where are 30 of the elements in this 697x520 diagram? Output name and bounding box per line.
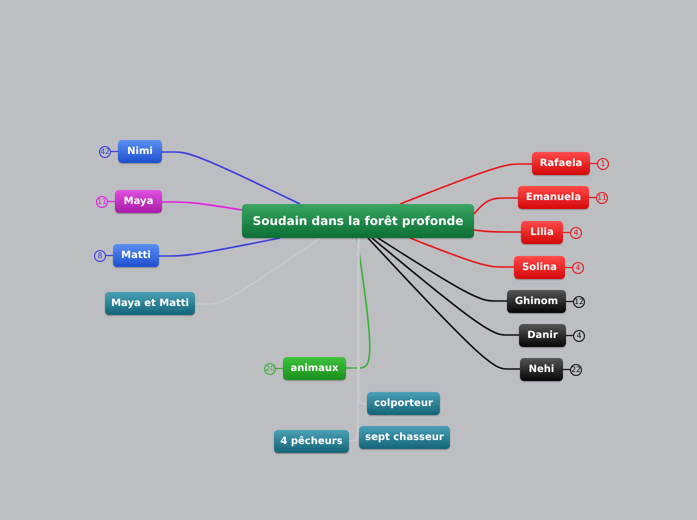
- topic-box: Ghinom: [507, 290, 566, 313]
- topic-box: Rafaela: [532, 152, 590, 175]
- connector-line: [371, 237, 519, 336]
- topic-box: Danir: [519, 324, 566, 347]
- topic-box: colporteur: [367, 392, 440, 415]
- topic-box: animaux: [283, 357, 346, 380]
- connector-line: [159, 237, 280, 257]
- topic-box: Lilia: [521, 221, 563, 244]
- topic-box: Emanuela: [518, 186, 589, 209]
- connector-line: [367, 237, 520, 370]
- connector-line: [378, 237, 507, 302]
- topic-box: Maya et Matti: [105, 292, 195, 315]
- connector-line: [473, 197, 518, 215]
- topic-box: sept chasseur: [359, 426, 450, 449]
- connector-line: [195, 237, 320, 305]
- topic-box: Maya: [115, 190, 162, 213]
- topic-box: Nehi: [520, 358, 563, 381]
- topic-box: Matti: [113, 244, 159, 267]
- connector-line: [162, 201, 242, 211]
- topic-box: 4 pêcheurs: [274, 430, 349, 453]
- connector-line: [358, 238, 367, 405]
- connector-line: [162, 151, 300, 205]
- connector-line: [474, 229, 521, 233]
- topic-box: Nimi: [118, 140, 162, 163]
- connector-line: [346, 238, 371, 369]
- connector-line: [349, 238, 359, 442]
- connector-line: [410, 237, 514, 268]
- central-topic-box: Soudain dans la forêt profonde: [242, 204, 474, 238]
- connector-line: [400, 163, 532, 205]
- topic-box: Solina: [514, 256, 565, 279]
